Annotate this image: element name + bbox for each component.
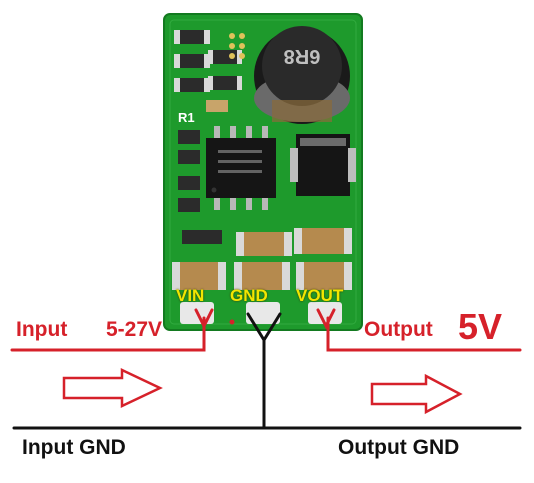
inductor: 6R8 bbox=[254, 26, 350, 124]
junction-dot bbox=[229, 319, 235, 325]
edge-pads bbox=[180, 302, 342, 324]
pin-vout-label: VOUT bbox=[296, 286, 344, 305]
input-range-label: 5-27V bbox=[106, 318, 163, 341]
output-voltage-label: 5V bbox=[458, 306, 503, 347]
output-arrow bbox=[370, 373, 463, 415]
input-arrow bbox=[62, 368, 163, 408]
resistor-ref: R1 bbox=[178, 110, 195, 125]
ic-chip bbox=[206, 126, 276, 210]
input-label: Input bbox=[16, 318, 68, 341]
diode bbox=[290, 134, 356, 196]
output-label: Output bbox=[364, 318, 433, 341]
pin-gnd-label: GND bbox=[230, 286, 268, 305]
output-gnd-label: Output GND bbox=[338, 436, 460, 459]
wiring bbox=[10, 308, 522, 430]
input-gnd-label: Input GND bbox=[22, 436, 126, 459]
vias bbox=[229, 33, 245, 59]
ceramic-capacitors bbox=[172, 228, 352, 290]
inductor-code: 6R8 bbox=[284, 45, 321, 67]
pin-vin-label: VIN bbox=[176, 286, 205, 305]
